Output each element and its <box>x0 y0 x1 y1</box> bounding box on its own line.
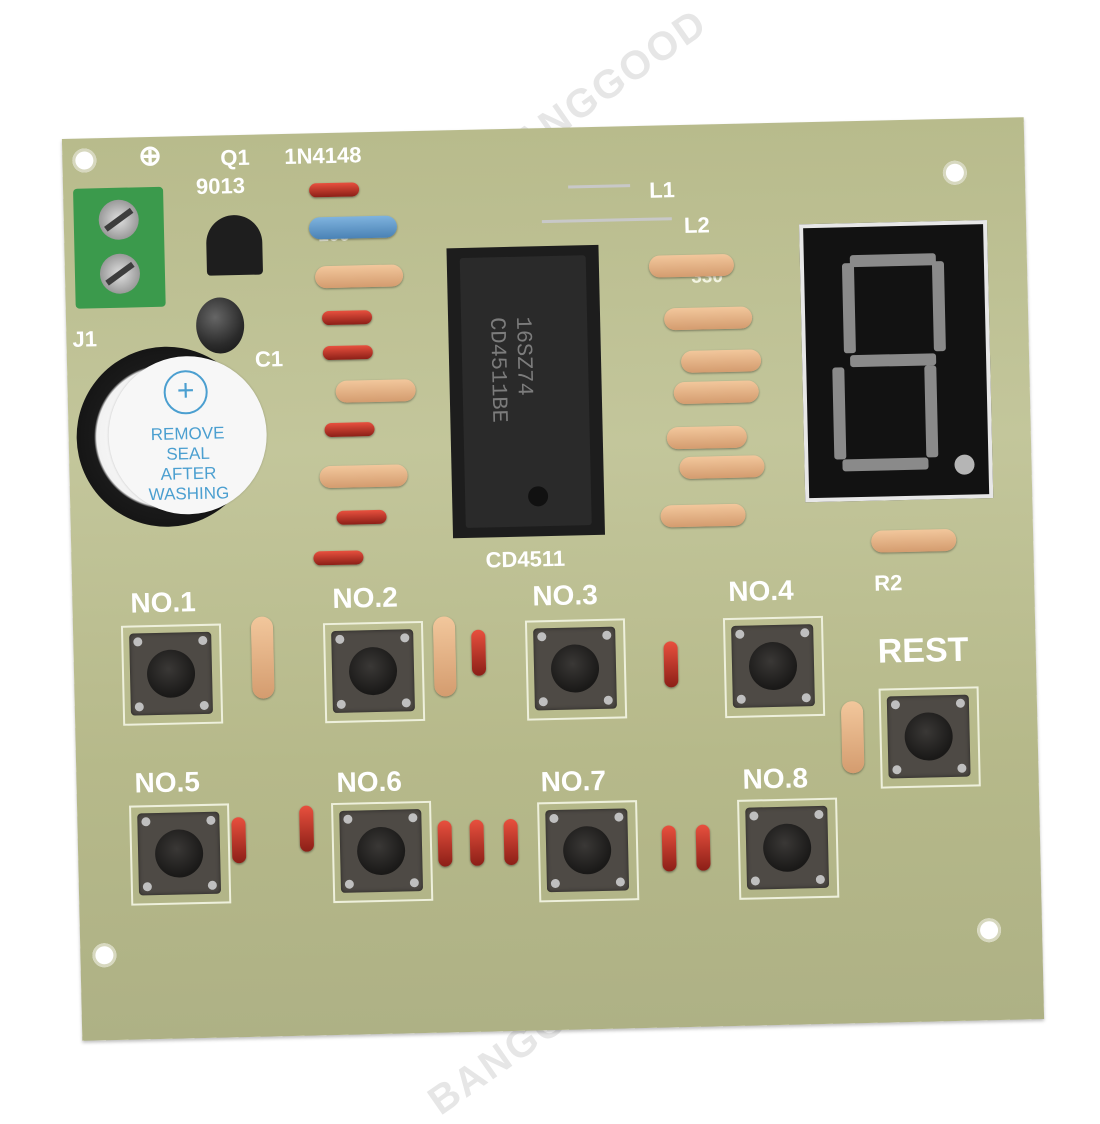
resistor <box>679 455 765 480</box>
diode <box>322 345 373 361</box>
segment-a <box>849 253 936 268</box>
chip-marking: 16SZ74 <box>510 316 537 397</box>
resistor <box>660 503 746 528</box>
jumper-l1 <box>568 184 631 189</box>
button-no8[interactable] <box>737 797 840 900</box>
chip-marking: CD4511BE <box>484 316 512 424</box>
diode <box>469 819 485 866</box>
resistor-r2 <box>870 528 957 553</box>
button-label-rest: REST <box>877 630 969 671</box>
button-label-no1: NO.1 <box>130 586 197 619</box>
diode <box>471 629 487 676</box>
segment-e <box>832 367 847 460</box>
diode-part-label: 1N4148 <box>284 142 362 169</box>
resistor <box>335 379 416 403</box>
q1-part-label: 9013 <box>195 172 246 199</box>
segment-g <box>849 353 937 368</box>
diode <box>661 825 677 872</box>
segment-d <box>842 457 929 472</box>
l2-label: L2 <box>683 212 710 238</box>
resistor <box>663 306 753 331</box>
capacitor-c1 <box>195 296 245 355</box>
button-no5[interactable] <box>129 803 232 906</box>
l1-label: L1 <box>648 177 676 203</box>
resistor <box>432 616 457 697</box>
resistor-330 <box>648 253 735 278</box>
diode <box>308 182 360 198</box>
button-rest[interactable] <box>878 686 981 789</box>
button-label-no2: NO.2 <box>332 581 399 615</box>
r2-label: R2 <box>873 570 903 596</box>
screw-icon <box>98 199 140 241</box>
pcb-board: ⊕ Q1 9013 1N4148 J1 C1 L1 L2 100 330 R2 … <box>61 117 1045 1041</box>
diode <box>503 818 519 866</box>
resistor <box>319 464 408 489</box>
mounting-hole <box>92 943 117 968</box>
plus-icon: + <box>163 369 209 415</box>
resistor <box>673 380 760 405</box>
j1-label: J1 <box>72 326 98 352</box>
button-label-no5: NO.5 <box>134 766 201 799</box>
resistor <box>840 701 865 774</box>
diode <box>663 641 679 688</box>
diode <box>321 310 373 326</box>
q1-label: Q1 <box>220 144 250 171</box>
screw-icon <box>99 253 141 295</box>
button-no2[interactable] <box>322 620 426 724</box>
button-label-no7: NO.7 <box>540 764 607 798</box>
button-label-no4: NO.4 <box>727 574 795 608</box>
mounting-hole <box>72 148 97 173</box>
diode <box>231 817 247 864</box>
mounting-hole <box>976 917 1002 943</box>
chip-silk-label: CD4511 <box>485 545 566 573</box>
resistor <box>250 616 275 699</box>
seven-segment-display <box>799 220 994 503</box>
diode <box>437 820 453 867</box>
resistor <box>314 264 404 289</box>
ic-cd4511: 16SZ74 CD4511BE <box>459 255 592 528</box>
buzzer-sticker: + REMOVE SEAL AFTER WASHING <box>106 354 269 517</box>
diode <box>313 550 364 566</box>
diode <box>336 509 387 525</box>
jumper-l2 <box>541 217 672 224</box>
decimal-point <box>954 454 975 475</box>
segment-b <box>931 261 946 352</box>
power-symbol-label: ⊕ <box>137 139 163 172</box>
transistor-q1 <box>205 214 264 276</box>
terminal-block-j1 <box>73 186 166 309</box>
buzzer-line: WASHING <box>148 483 230 505</box>
resistor-100 <box>308 215 398 240</box>
pin1-dot <box>527 486 549 507</box>
resistor <box>680 349 762 374</box>
c1-label: C1 <box>254 346 284 372</box>
diode <box>324 422 375 438</box>
resistor <box>666 425 748 450</box>
button-no4[interactable] <box>722 615 826 719</box>
pcb-photo: ⊕ Q1 9013 1N4148 J1 C1 L1 L2 100 330 R2 … <box>0 0 1100 1100</box>
button-no3[interactable] <box>524 618 628 721</box>
button-label-no8: NO.8 <box>742 762 809 795</box>
buzzer: + REMOVE SEAL AFTER WASHING <box>74 344 269 529</box>
button-label-no6: NO.6 <box>336 765 403 798</box>
button-no6[interactable] <box>331 800 434 904</box>
diode <box>695 824 711 871</box>
segment-f <box>841 263 856 354</box>
button-label-no3: NO.3 <box>532 578 599 612</box>
mounting-hole <box>942 160 968 186</box>
button-no1[interactable] <box>120 623 224 726</box>
segment-c <box>924 365 939 458</box>
button-no7[interactable] <box>537 800 640 903</box>
diode <box>299 805 315 852</box>
